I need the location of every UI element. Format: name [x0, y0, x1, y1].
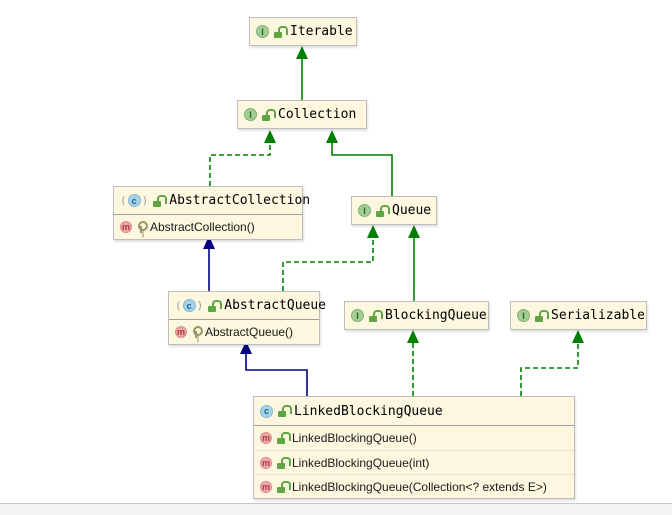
- class-icon: c: [260, 404, 273, 418]
- method-label: LinkedBlockingQueue(int): [292, 455, 430, 470]
- method-icon: m: [260, 432, 272, 444]
- node-collection-header[interactable]: I Collection: [238, 101, 366, 128]
- class-name: AbstractQueue: [224, 298, 326, 313]
- open-lock-icon: [535, 309, 549, 322]
- node-blockingqueue-header[interactable]: I BlockingQueue: [345, 302, 488, 329]
- abstract-class-icon: c: [120, 194, 148, 207]
- edge-abstractqueue-implements-queue: [282, 237, 374, 291]
- method-label: AbstractCollection(): [150, 220, 255, 234]
- interface-icon: I: [256, 25, 269, 38]
- member-row[interactable]: m AbstractQueue(): [169, 320, 319, 344]
- open-lock-icon: [262, 108, 276, 121]
- node-iterable[interactable]: I Iterable: [249, 17, 357, 46]
- open-lock-icon: [278, 405, 292, 417]
- method-icon: m: [175, 326, 187, 338]
- node-abstractcollection-header[interactable]: c AbstractCollection: [114, 187, 310, 214]
- node-linkedblockingqueue[interactable]: c LinkedBlockingQueue m LinkedBlockingQu…: [253, 396, 575, 499]
- key-icon: [192, 325, 203, 339]
- node-serializable[interactable]: I Serializable: [510, 301, 647, 330]
- interface-icon: I: [358, 204, 371, 217]
- class-name: Serializable: [551, 308, 645, 323]
- edge-linkedblockingqueue-extends-abstractqueue: [245, 353, 308, 396]
- interface-icon: I: [517, 309, 530, 322]
- open-lock-icon: [277, 480, 291, 493]
- member-row[interactable]: m LinkedBlockingQueue(int): [254, 450, 574, 474]
- edge-queue-extends-collection: [331, 142, 393, 196]
- class-name: Iterable: [290, 24, 353, 39]
- class-name: Queue: [392, 203, 432, 218]
- open-lock-icon: [369, 309, 383, 322]
- open-lock-icon: [208, 299, 223, 312]
- node-serializable-header[interactable]: I Serializable: [511, 302, 646, 329]
- method-label: LinkedBlockingQueue(): [292, 431, 417, 445]
- status-bar: [0, 503, 672, 515]
- node-blockingqueue[interactable]: I BlockingQueue: [344, 301, 489, 330]
- members-section: m LinkedBlockingQueue() m LinkedBlocking…: [254, 425, 574, 498]
- open-lock-icon: [277, 456, 291, 469]
- method-label: LinkedBlockingQueue(Collection<? extends…: [292, 479, 547, 494]
- interface-icon: I: [244, 108, 257, 121]
- node-collection[interactable]: I Collection: [237, 100, 367, 129]
- arrowhead-queue-right: [408, 225, 420, 238]
- node-queue-header[interactable]: I Queue: [352, 197, 436, 224]
- arrowhead-collection-left: [264, 130, 276, 143]
- node-abstractqueue[interactable]: c AbstractQueue m AbstractQueue(): [168, 291, 326, 345]
- node-abstractcollection[interactable]: c AbstractCollection m AbstractCollectio…: [113, 186, 310, 240]
- open-lock-icon: [277, 432, 291, 444]
- open-lock-icon: [376, 204, 390, 217]
- arrowhead-blockingqueue: [407, 330, 419, 343]
- node-linkedblockingqueue-header[interactable]: c LinkedBlockingQueue: [254, 397, 574, 425]
- class-name: Collection: [278, 107, 357, 122]
- members-section: m AbstractQueue(): [169, 319, 319, 344]
- method-icon: m: [260, 480, 272, 493]
- arrowhead-serializable: [572, 330, 584, 343]
- abstract-class-icon: c: [175, 299, 203, 312]
- class-name: LinkedBlockingQueue: [294, 403, 443, 419]
- open-lock-icon: [153, 194, 168, 207]
- edge-abstractcollection-implements-collection: [209, 142, 271, 186]
- class-name: AbstractCollection: [169, 193, 311, 208]
- member-row[interactable]: m LinkedBlockingQueue(Collection<? exten…: [254, 474, 574, 498]
- method-icon: m: [120, 221, 132, 233]
- key-icon: [137, 220, 148, 234]
- node-iterable-header[interactable]: I Iterable: [250, 18, 356, 45]
- edge-linkedblockingqueue-implements-serializable: [520, 342, 579, 396]
- open-lock-icon: [274, 25, 288, 38]
- arrowhead-iterable: [296, 46, 308, 59]
- member-row[interactable]: m AbstractCollection(): [114, 215, 302, 239]
- node-queue[interactable]: I Queue: [351, 196, 437, 225]
- method-label: AbstractQueue(): [205, 325, 294, 339]
- method-icon: m: [260, 456, 272, 469]
- arrowhead-queue-left: [367, 225, 379, 238]
- members-section: m AbstractCollection(): [114, 214, 302, 239]
- class-name: BlockingQueue: [385, 308, 487, 323]
- member-row[interactable]: m LinkedBlockingQueue(): [254, 426, 574, 450]
- interface-icon: I: [351, 309, 364, 322]
- node-abstractqueue-header[interactable]: c AbstractQueue: [169, 292, 326, 319]
- arrowhead-collection-right: [326, 130, 338, 143]
